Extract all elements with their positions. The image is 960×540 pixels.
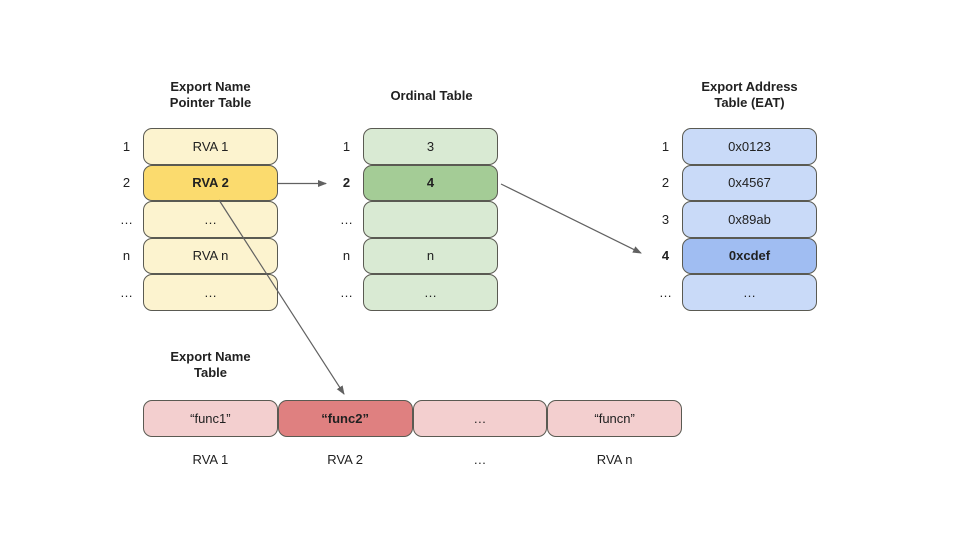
table-row: … …	[110, 201, 278, 238]
export-name-table: “func1” “func2” … “funcn”	[143, 400, 682, 437]
cell-ellipsis: …	[412, 400, 548, 437]
ordinal-table-title: Ordinal Table	[390, 88, 473, 103]
rva-label: RVA 1	[192, 452, 229, 467]
row-index: 2	[661, 175, 670, 191]
export-address-table-title: Export Address Table (EAT)	[682, 79, 817, 110]
cell-rva1: RVA 1	[143, 128, 278, 165]
cell-ellipsis: …	[143, 201, 278, 238]
table-row: … …	[649, 274, 817, 311]
cell-func2-highlighted: “func2”	[277, 400, 413, 437]
title-line: Table	[194, 364, 227, 380]
table-row: … …	[110, 274, 278, 311]
cell-0x0123: 0x0123	[682, 128, 817, 165]
row-index: 3	[661, 211, 670, 227]
table-row: 1 3	[330, 128, 498, 165]
row-index: 1	[661, 138, 670, 154]
title-line: Export Name	[170, 79, 251, 94]
table-row: 2 4	[330, 164, 498, 201]
cell-ellipsis: …	[363, 274, 498, 311]
cell-rvan: RVA n	[143, 237, 278, 274]
rva-label: …	[473, 452, 487, 467]
cell-empty	[363, 201, 498, 238]
cell-0x4567: 0x4567	[682, 164, 817, 201]
cell-rva2-highlighted: RVA 2	[143, 164, 278, 201]
row-index: 2	[122, 175, 131, 191]
row-index: …	[340, 284, 353, 300]
title-line: Export Address	[701, 79, 798, 94]
row-index: …	[120, 284, 133, 300]
table-row: …	[330, 201, 498, 238]
cell-ellipsis: …	[143, 274, 278, 311]
row-index: 1	[342, 138, 351, 154]
export-name-table-title: Export Name Table	[143, 349, 278, 380]
export-address-table: 1 0x0123 2 0x4567 3 0x89ab 4 0xcdef … …	[649, 128, 817, 311]
export-name-pointer-table: 1 RVA 1 2 RVA 2 … … n RVA n … …	[110, 128, 278, 311]
arrow-ordinal4-to-eat	[500, 183, 642, 254]
title-line: Table (EAT)	[714, 94, 785, 110]
ordinal-table: 1 3 2 4 … n n … …	[330, 128, 498, 311]
row-index: …	[120, 211, 133, 227]
row-index: 1	[122, 138, 131, 154]
table-row: 4 0xcdef	[649, 237, 817, 274]
table-row: … …	[330, 274, 498, 311]
cell-0x89ab: 0x89ab	[682, 201, 817, 238]
row-index: n	[122, 248, 131, 264]
cell-func1: “func1”	[143, 400, 278, 437]
export-name-table-rva-labels: RVA 1 RVA 2 … RVA n	[143, 452, 682, 467]
table-row: 3 0x89ab	[649, 201, 817, 238]
title-line: Export Name	[170, 349, 251, 364]
title-line: Pointer Table	[169, 94, 252, 110]
table-row: 2 RVA 2	[110, 164, 278, 201]
row-index: …	[659, 284, 672, 300]
row-index: …	[340, 211, 353, 227]
cell-ordinal-3: 3	[363, 128, 498, 165]
table-row: n RVA n	[110, 237, 278, 274]
row-index: n	[342, 248, 351, 264]
rva-label: RVA 2	[327, 452, 363, 467]
row-index: 4	[661, 248, 670, 264]
cell-ordinal-4-highlighted: 4	[363, 164, 498, 201]
table-row: 2 0x4567	[649, 164, 817, 201]
table-row: 1 RVA 1	[110, 128, 278, 165]
cell-ordinal-n: n	[363, 237, 498, 274]
cell-funcn: “funcn”	[547, 400, 682, 437]
rva-label: RVA n	[596, 452, 633, 467]
table-row: n n	[330, 237, 498, 274]
export-name-pointer-table-title: Export Name Pointer Table	[143, 79, 278, 110]
row-index: 2	[342, 175, 351, 191]
table-row: 1 0x0123	[649, 128, 817, 165]
cell-0xcdef-highlighted: 0xcdef	[682, 237, 817, 274]
cell-ellipsis: …	[682, 274, 817, 311]
